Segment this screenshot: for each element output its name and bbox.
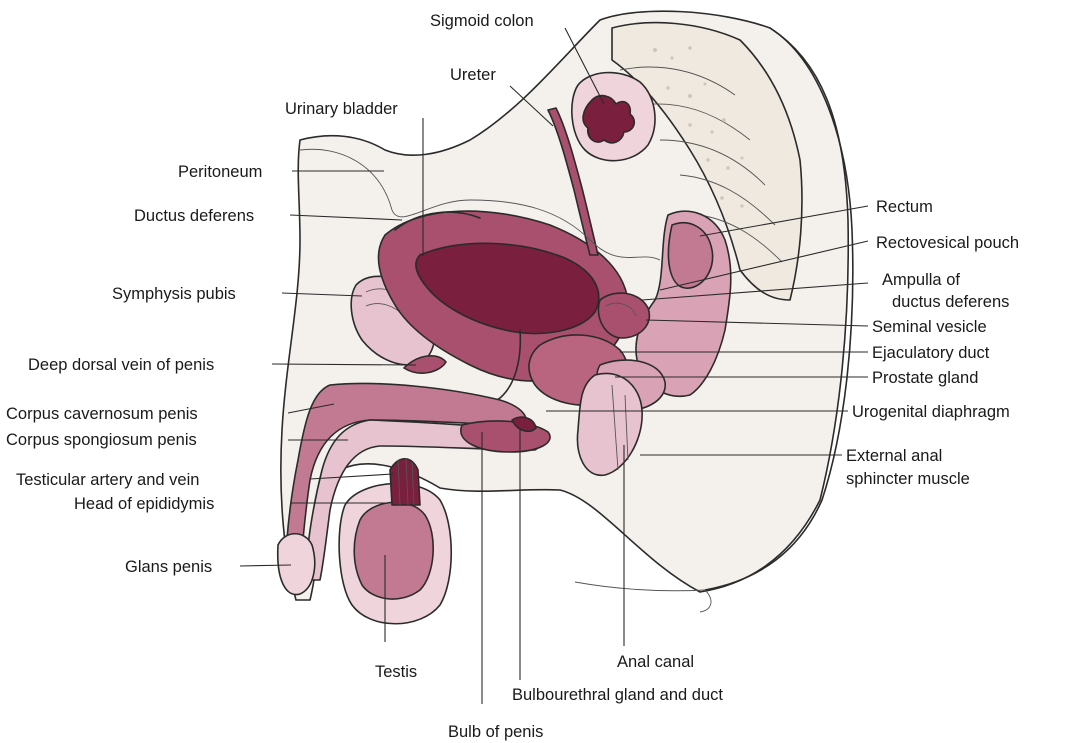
label-ampulla-line2: ductus deferens: [892, 293, 1009, 311]
seminal-vesicle: [598, 293, 649, 338]
label-urogenital-diaphragm: Urogenital diaphragm: [852, 403, 1010, 421]
label-glans-penis: Glans penis: [125, 558, 212, 576]
sigmoid-colon: [572, 73, 655, 161]
label-ampulla-line1: Ampulla of: [882, 271, 960, 289]
label-seminal-vesicle: Seminal vesicle: [872, 318, 987, 336]
label-symphysis-pubis: Symphysis pubis: [112, 285, 236, 303]
label-ductus-deferens: Ductus deferens: [134, 207, 254, 225]
label-ejaculatory-duct: Ejaculatory duct: [872, 344, 990, 362]
label-bulbourethral: Bulbourethral gland and duct: [512, 686, 723, 704]
label-anal-canal: Anal canal: [617, 653, 694, 671]
label-external-anal-line2: sphincter muscle: [846, 470, 970, 488]
label-testis: Testis: [375, 663, 417, 681]
label-prostate-gland: Prostate gland: [872, 369, 978, 387]
label-sigmoid-colon: Sigmoid colon: [430, 12, 534, 30]
label-deep-dorsal-vein: Deep dorsal vein of penis: [28, 356, 214, 374]
label-external-anal-line1: External anal: [846, 447, 942, 465]
label-head-epididymis: Head of epididymis: [74, 495, 214, 513]
label-testicular-artery: Testicular artery and vein: [16, 471, 199, 489]
label-rectum: Rectum: [876, 198, 933, 216]
label-urinary-bladder: Urinary bladder: [285, 100, 398, 118]
label-corpus-spongiosum: Corpus spongiosum penis: [6, 431, 197, 449]
label-bulb-of-penis: Bulb of penis: [448, 723, 543, 741]
label-corpus-cavernosum: Corpus cavernosum penis: [6, 405, 198, 423]
label-ureter: Ureter: [450, 66, 496, 84]
label-peritoneum: Peritoneum: [178, 163, 262, 181]
label-rectovesical-pouch: Rectovesical pouch: [876, 234, 1019, 252]
